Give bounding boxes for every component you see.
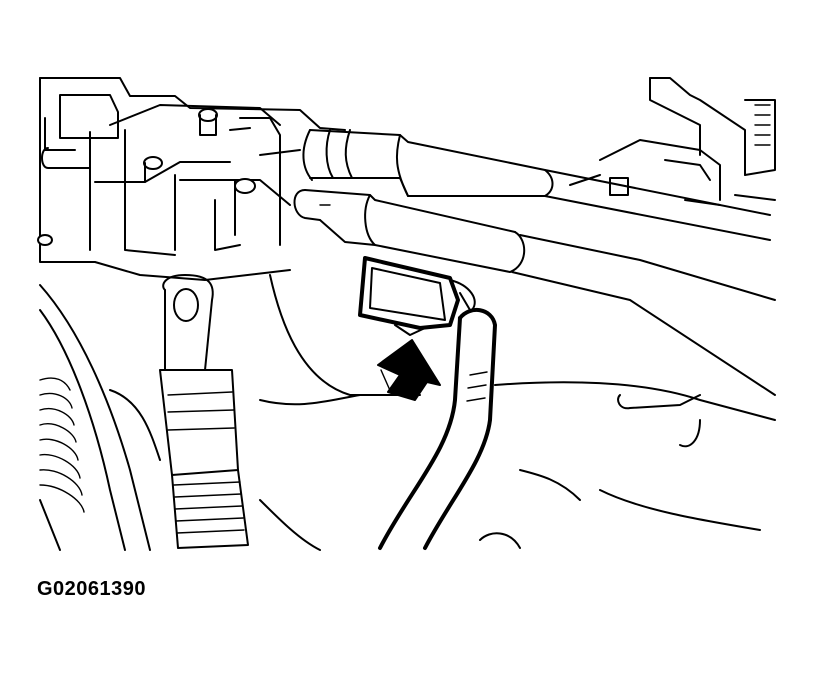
lower-tube [293,189,776,396]
upper-tube [302,129,771,241]
up-arrow-icon [377,339,441,401]
sensor-connector [358,256,476,336]
lower-body [259,381,776,551]
manifold-assembly [37,77,346,281]
left-harness [39,274,421,551]
sensor-wire [378,308,497,550]
ground-strap [159,274,249,549]
right-housing [569,77,776,206]
engine-line-drawing [37,77,776,551]
figure-code: G02061390 [37,578,147,600]
